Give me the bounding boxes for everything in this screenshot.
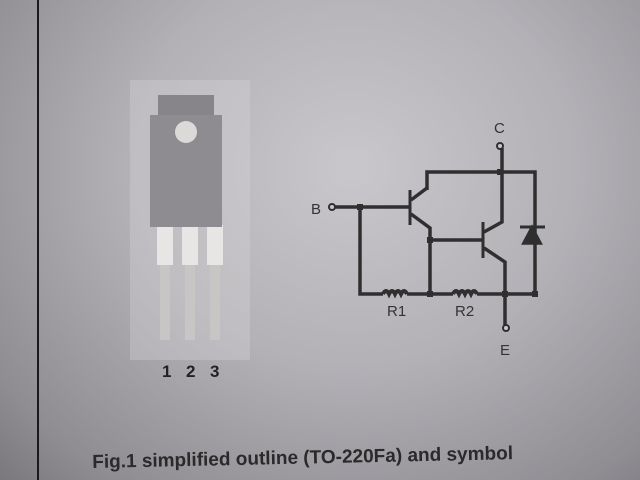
pin-1-lead: [160, 225, 170, 340]
diode-triangle: [521, 224, 543, 245]
page-edge-line: [37, 0, 39, 480]
t1-collector: [409, 186, 429, 202]
r1-label: R1: [387, 303, 407, 320]
t2-collector: [483, 148, 504, 234]
pin-2-shoulder: [182, 225, 198, 265]
pin-2-label: 2: [186, 362, 196, 381]
r1-resistor: [381, 289, 409, 299]
outer-loop-wire: [358, 170, 537, 296]
pin-3-shoulder: [207, 225, 223, 265]
r2-label: R2: [455, 303, 475, 320]
collector-label: C: [494, 120, 505, 137]
t1-emitter: [409, 212, 432, 294]
pin-2-lead: [185, 225, 195, 340]
pin-1-label: 1: [162, 362, 172, 381]
pin-3-lead: [210, 225, 220, 340]
emitter-label: E: [500, 342, 511, 359]
emitter-terminal: [502, 324, 510, 332]
to220-package-image: [150, 95, 223, 340]
collector-terminal: [496, 142, 504, 150]
base-label: B: [311, 201, 322, 218]
t2-emitter: [483, 246, 507, 325]
base-terminal: [328, 203, 336, 211]
pin-3-label: 3: [210, 362, 220, 381]
r2-resistor: [451, 289, 479, 299]
junction-dots: [357, 169, 538, 297]
pin-1-shoulder: [157, 225, 173, 265]
darlington-schematic: [328, 142, 545, 332]
mounting-hole: [175, 121, 197, 143]
